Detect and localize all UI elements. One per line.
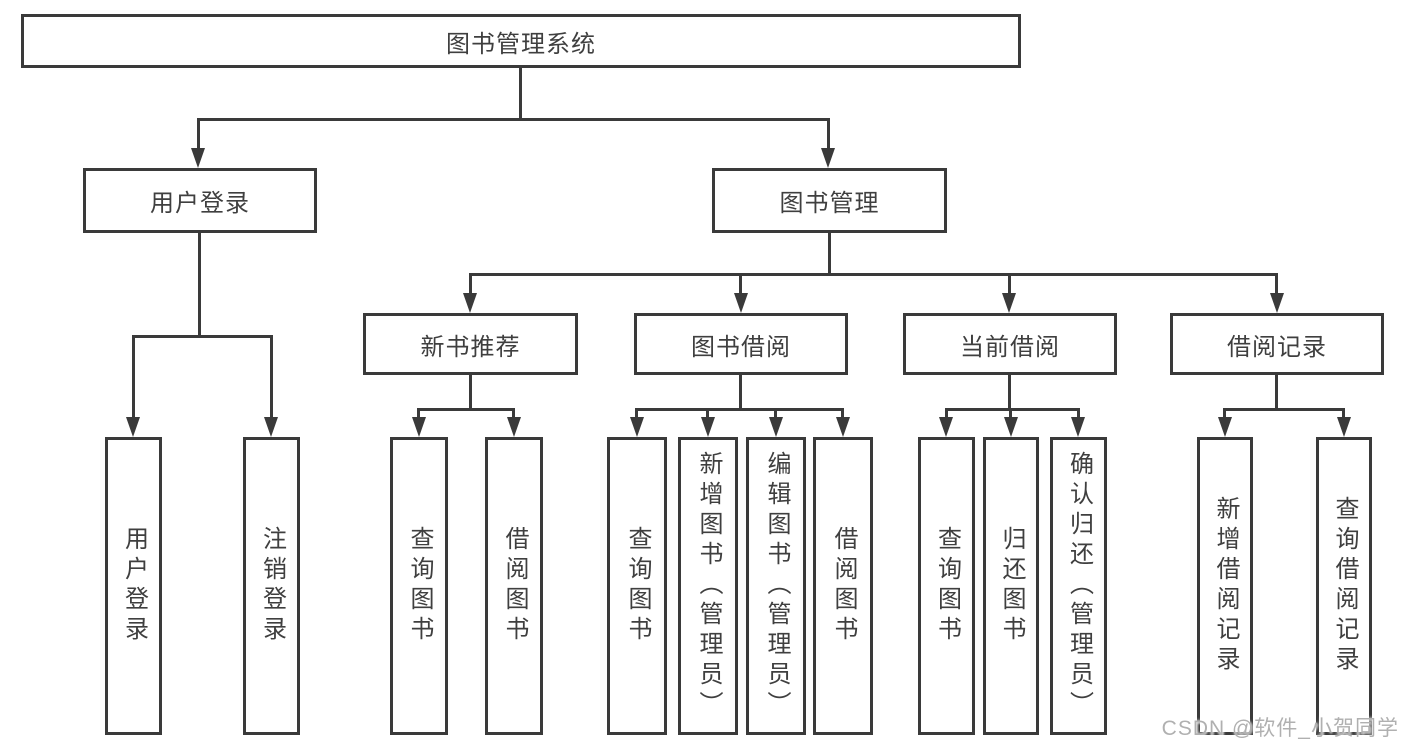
node-book-borrowing: 图书借阅: [634, 313, 848, 375]
node-user-login-label: 用户登录: [150, 190, 250, 217]
node-new-book-recommendation: 新书推荐: [363, 313, 578, 375]
node-borrowing-records: 借阅记录: [1170, 313, 1384, 375]
connector-login-branch-2: [270, 335, 273, 419]
connector-records-stem: [1275, 375, 1278, 408]
leaf-query-books-current: 查询图书: [918, 437, 975, 735]
leaf-borrow-books-borrow: 借阅图书: [813, 437, 873, 735]
leaf-logout-label: 注销登录: [258, 526, 286, 646]
node-book-management: 图书管理: [712, 168, 947, 233]
leaf-borrow-books-recommend: 借阅图书: [485, 437, 543, 735]
node-new-book-recommendation-label: 新书推荐: [420, 333, 521, 361]
leaf-logout: 注销登录: [243, 437, 300, 735]
node-borrowing-records-label: 借阅记录: [1227, 333, 1327, 361]
leaf-edit-book-admin: 编辑图书（管理员）: [746, 437, 806, 735]
node-root: 图书管理系统: [21, 14, 1021, 68]
connector-recommend-hline: [417, 408, 515, 411]
connector-mgmt-branch-2: [739, 273, 742, 295]
leaf-return-book-label: 归还图书: [998, 526, 1025, 646]
node-book-borrowing-label: 图书借阅: [691, 333, 791, 361]
leaf-return-book: 归还图书: [983, 437, 1039, 735]
arrow-down-icon: [463, 293, 477, 313]
connector-current-branch-1: [945, 408, 948, 419]
leaf-query-borrow-record-label: 查询借阅记录: [1331, 496, 1358, 676]
node-book-management-label: 图书管理: [779, 190, 880, 217]
leaf-query-books-recommend: 查询图书: [390, 437, 448, 735]
connector-borrow-branch-1: [635, 408, 638, 419]
leaf-borrow-books-recommend-label: 借阅图书: [501, 526, 528, 646]
leaf-query-books-borrow: 查询图书: [607, 437, 667, 735]
connector-login-branch-1: [132, 335, 135, 419]
connector-current-branch-3: [1077, 408, 1080, 419]
connector-recommend-stem: [469, 375, 472, 408]
connector-records-branch-1: [1223, 408, 1226, 419]
arrow-down-icon: [126, 417, 140, 437]
connector-mgmt-stem: [828, 233, 831, 273]
connector-root-branch-left: [197, 118, 200, 150]
connector-records-branch-2: [1342, 408, 1345, 419]
connector-records-hline: [1223, 408, 1345, 411]
leaf-user-login: 用户登录: [105, 437, 162, 735]
arrow-down-icon: [734, 293, 748, 313]
arrow-down-icon: [769, 417, 783, 437]
arrow-down-icon: [1337, 417, 1351, 437]
connector-borrow-branch-2: [706, 408, 709, 419]
node-user-login: 用户登录: [83, 168, 317, 233]
connector-current-branch-2: [1009, 408, 1012, 419]
arrow-down-icon: [1218, 417, 1232, 437]
connector-borrow-branch-3: [774, 408, 777, 419]
arrow-down-icon: [1002, 293, 1016, 313]
connector-borrow-stem: [739, 375, 742, 408]
csdn-watermark: CSDN @软件_小贺同学: [1161, 717, 1399, 740]
leaf-confirm-return-admin-label: 确认归还（管理员）: [1065, 451, 1093, 721]
connector-borrow-hline: [635, 408, 844, 411]
connector-recommend-branch-1: [417, 408, 420, 419]
arrow-down-icon: [701, 417, 715, 437]
connector-borrow-branch-4: [841, 408, 844, 419]
connector-current-hline: [945, 408, 1080, 411]
connector-root-branch-right: [827, 118, 830, 150]
arrow-down-icon: [1071, 417, 1085, 437]
arrow-down-icon: [836, 417, 850, 437]
connector-login-hline: [132, 335, 273, 338]
arrow-down-icon: [630, 417, 644, 437]
arrow-down-icon: [264, 417, 278, 437]
arrow-down-icon: [1270, 293, 1284, 313]
leaf-borrow-books-borrow-label: 借阅图书: [830, 526, 857, 646]
connector-current-stem: [1008, 375, 1011, 408]
arrow-down-icon: [191, 148, 205, 168]
arrow-down-icon: [939, 417, 953, 437]
leaf-query-books-current-label: 查询图书: [933, 526, 961, 646]
connector-recommend-branch-2: [512, 408, 515, 419]
connector-mgmt-hline: [469, 273, 1278, 276]
connector-root-stem: [519, 68, 522, 118]
leaf-add-book-admin: 新增图书（管理员）: [678, 437, 738, 735]
connector-mgmt-branch-4: [1275, 273, 1278, 295]
connector-mgmt-branch-1: [469, 273, 472, 295]
arrow-down-icon: [821, 148, 835, 168]
arrow-down-icon: [1004, 417, 1018, 437]
connector-mgmt-branch-3: [1008, 273, 1011, 295]
connector-root-hline: [197, 118, 830, 121]
connector-login-stem: [198, 233, 201, 335]
leaf-confirm-return-admin: 确认归还（管理员）: [1050, 437, 1107, 735]
leaf-add-borrow-record: 新增借阅记录: [1197, 437, 1253, 735]
leaf-query-books-borrow-label: 查询图书: [624, 526, 651, 646]
node-current-borrowing: 当前借阅: [903, 313, 1117, 375]
arrow-down-icon: [412, 417, 426, 437]
leaf-query-books-recommend-label: 查询图书: [406, 526, 433, 646]
leaf-add-book-admin-label: 新增图书（管理员）: [695, 451, 722, 721]
arrow-down-icon: [507, 417, 521, 437]
leaf-add-borrow-record-label: 新增借阅记录: [1212, 496, 1239, 676]
leaf-edit-book-admin-label: 编辑图书（管理员）: [763, 451, 790, 721]
node-current-borrowing-label: 当前借阅: [960, 333, 1060, 361]
leaf-query-borrow-record: 查询借阅记录: [1316, 437, 1372, 735]
leaf-user-login-label: 用户登录: [120, 526, 148, 646]
node-root-label: 图书管理系统: [446, 30, 596, 58]
